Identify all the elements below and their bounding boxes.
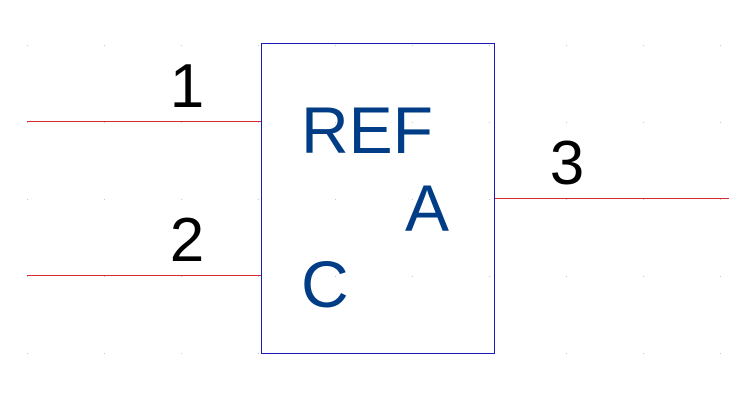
grid-dot <box>258 199 259 200</box>
grid-dot <box>181 276 182 277</box>
cathode-label: C <box>301 247 349 321</box>
grid-dot <box>181 122 182 123</box>
grid-dot <box>489 199 490 200</box>
grid-dot <box>258 45 259 46</box>
pin-2-number: 2 <box>170 206 204 275</box>
grid-dot <box>643 122 644 123</box>
grid-dot <box>489 45 490 46</box>
grid-dot <box>412 276 413 277</box>
grid-dot <box>720 45 721 46</box>
component-body[interactable] <box>261 43 495 354</box>
grid-dot <box>258 122 259 123</box>
grid-dot <box>181 199 182 200</box>
grid-dot <box>720 276 721 277</box>
grid-dot <box>27 45 28 46</box>
grid-dot <box>335 199 336 200</box>
grid-dot <box>412 45 413 46</box>
pin-1-number: 1 <box>170 52 204 121</box>
grid-dot <box>566 276 567 277</box>
grid-dot <box>643 276 644 277</box>
grid-dot <box>412 199 413 200</box>
grid-dot <box>104 276 105 277</box>
grid-dot <box>335 276 336 277</box>
grid-dot <box>643 353 644 354</box>
grid-dot <box>643 45 644 46</box>
grid-dot <box>720 122 721 123</box>
grid-dot <box>489 122 490 123</box>
grid-dot <box>566 45 567 46</box>
grid-dot <box>27 199 28 200</box>
grid-dot <box>104 122 105 123</box>
grid-dot <box>720 353 721 354</box>
grid-dot <box>566 353 567 354</box>
grid-dot <box>566 199 567 200</box>
anode-label: A <box>405 171 449 245</box>
grid-dot <box>335 122 336 123</box>
ref-label: REF <box>301 93 433 167</box>
grid-dot <box>27 276 28 277</box>
grid-dot <box>566 122 567 123</box>
grid-dots <box>27 45 721 354</box>
grid-dot <box>27 353 28 354</box>
grid-dot <box>489 276 490 277</box>
grid-dot <box>104 199 105 200</box>
grid-dot <box>720 199 721 200</box>
grid-dot <box>104 45 105 46</box>
grid-dot <box>258 276 259 277</box>
grid-dot <box>412 122 413 123</box>
grid-dot <box>27 122 28 123</box>
grid-dot <box>335 45 336 46</box>
grid-dot <box>181 45 182 46</box>
pin-3-number: 3 <box>550 129 584 198</box>
grid-dot <box>104 353 105 354</box>
grid-dot <box>181 353 182 354</box>
grid-dot <box>643 199 644 200</box>
grid-dot <box>258 353 259 354</box>
